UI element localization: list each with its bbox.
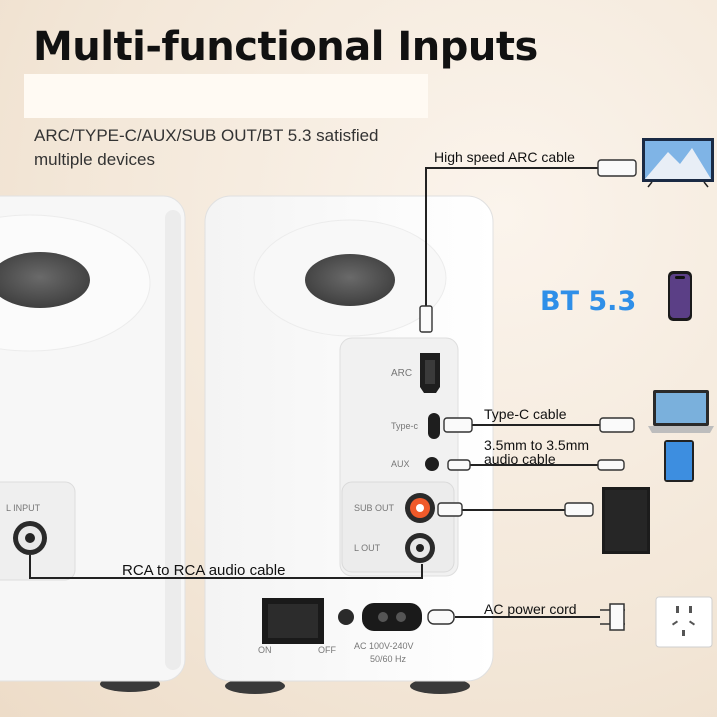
power-plug <box>427 609 455 625</box>
l-input-label: L INPUT <box>6 503 41 513</box>
arc-plug <box>419 305 433 333</box>
typec-plug-far <box>599 417 635 433</box>
cables <box>29 167 600 618</box>
ac-voltage-label: AC 100V-240V <box>354 641 414 651</box>
tv-icon <box>642 138 714 188</box>
power-plug-prongs <box>600 603 625 631</box>
page-title: Multi-functional Inputs <box>33 24 538 70</box>
rca-cable-label: RCA to RCA audio cable <box>122 562 286 579</box>
arc-cable-label: High speed ARC cable <box>434 149 575 165</box>
highlight-band <box>24 74 428 118</box>
typec-plug <box>443 417 473 433</box>
rca-plug <box>437 502 463 517</box>
wall-outlet-icon <box>655 596 713 648</box>
switch-off-label: OFF <box>318 645 336 655</box>
indicator-dot <box>338 609 354 625</box>
typec-port <box>428 413 440 439</box>
rca-cable-line <box>29 555 423 579</box>
subwoofer-icon <box>602 487 650 554</box>
aux-plug-far <box>597 459 625 471</box>
tablet-icon <box>664 440 694 482</box>
right-speaker-foot-right <box>410 678 470 694</box>
arc-cable-line <box>425 167 598 310</box>
aux-cable-label-line1: 3.5mm to 3.5mm <box>484 437 590 453</box>
l-out-label: L OUT <box>354 543 381 553</box>
subtitle: ARC/TYPE-C/AUX/SUB OUT/BT 5.3 satisfied … <box>34 126 379 169</box>
left-woofer <box>0 252 90 308</box>
switch-on-label: ON <box>258 645 272 655</box>
arc-plug-far <box>597 159 637 177</box>
typec-cable-label: Type-C cable <box>484 406 567 422</box>
bt-label: BT 5.3 <box>540 286 637 317</box>
typec-port-label: Type-c <box>391 421 419 431</box>
aux-cable-label-line2: audio cable <box>484 451 556 467</box>
laptop-icon <box>648 390 714 433</box>
right-woofer <box>305 254 395 306</box>
aux-plug <box>447 459 471 471</box>
right-speaker-foot-left <box>225 678 285 694</box>
rca-plug-far <box>564 502 594 517</box>
arc-port-label: ARC <box>391 368 413 379</box>
smartphone-icon <box>668 271 692 321</box>
power-cable-label: AC power cord <box>484 601 577 617</box>
left-speaker <box>0 195 186 682</box>
plugs <box>419 159 637 625</box>
right-speaker <box>204 195 494 682</box>
sub-out-label: SUB OUT <box>354 503 395 513</box>
aux-port-label: AUX <box>391 459 410 469</box>
ac-frequency-label: 50/60 Hz <box>370 654 407 664</box>
ac-socket <box>362 603 422 631</box>
aux-port <box>425 457 439 471</box>
